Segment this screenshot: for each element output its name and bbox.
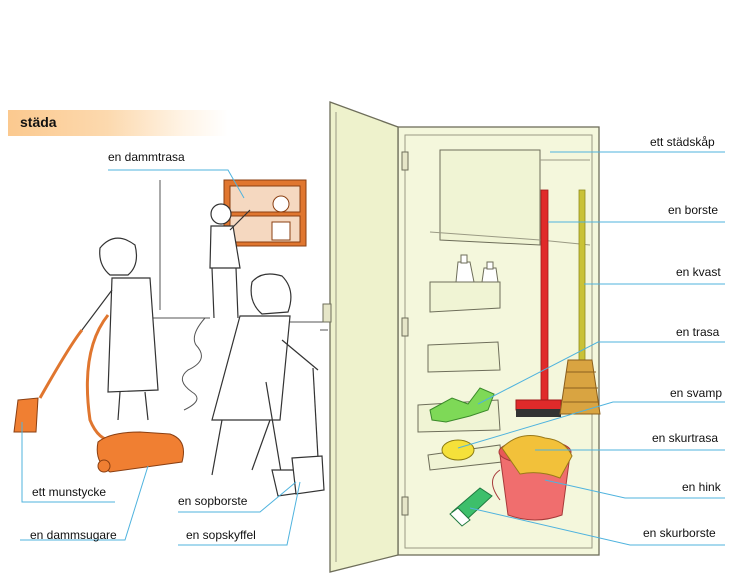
label-skurborste: en skurborste bbox=[643, 526, 716, 540]
label-kvast: en kvast bbox=[676, 265, 721, 279]
label-munstycke: ett munstycke bbox=[32, 485, 106, 499]
person-vacuuming bbox=[82, 238, 158, 420]
label-dammsugare: en dammsugare bbox=[30, 528, 117, 542]
wall-shelf bbox=[224, 180, 306, 246]
label-stadskap: ett städskåp bbox=[650, 135, 715, 149]
label-sopskyffel: en sopskyffel bbox=[186, 528, 256, 542]
label-skurtrasa: en skurtrasa bbox=[652, 431, 718, 445]
label-dammtrasa: en dammtrasa bbox=[108, 150, 185, 164]
vacuum-cleaner bbox=[14, 315, 184, 472]
label-borste: en borste bbox=[668, 203, 718, 217]
cabinet-door bbox=[330, 102, 398, 572]
label-svamp: en svamp bbox=[670, 386, 722, 400]
section-title: städa bbox=[20, 114, 57, 130]
label-sopborste: en sopborste bbox=[178, 494, 247, 508]
label-hink: en hink bbox=[682, 480, 721, 494]
vacuum-cord bbox=[182, 318, 205, 410]
label-trasa: en trasa bbox=[676, 325, 719, 339]
person-sweeping bbox=[212, 274, 318, 475]
sponge bbox=[442, 440, 474, 460]
